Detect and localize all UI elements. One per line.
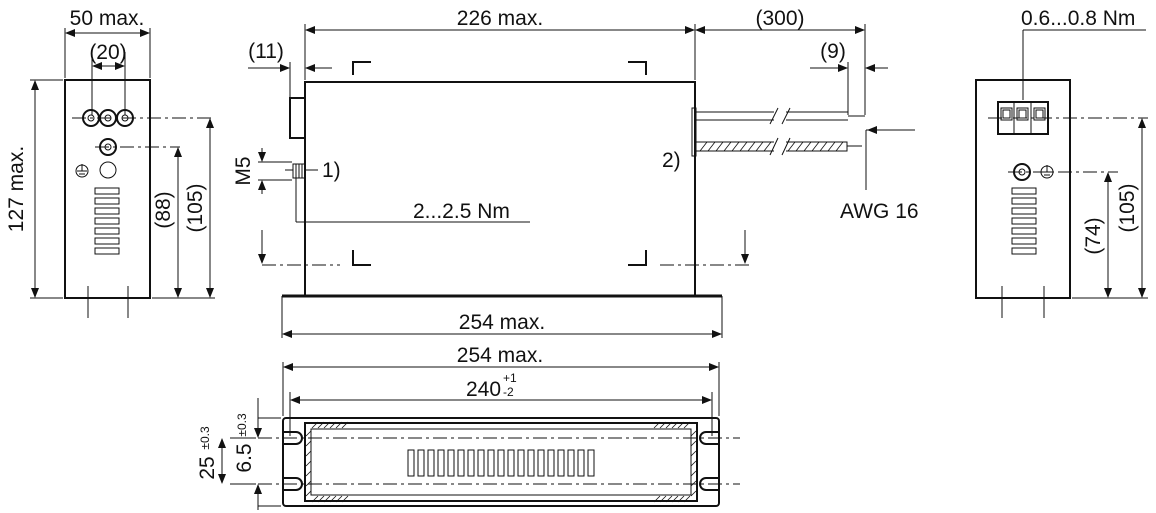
front-thread-label: M5 (232, 156, 255, 185)
left-end-view: 50 max. (20) (5, 7, 215, 318)
front-callout-2: 2) (662, 149, 681, 172)
bottom-body-outline (304, 422, 698, 502)
right-end-view: 0.6...0.8 Nm (74) (105) (975, 7, 1148, 318)
bottom-mounting-slots (283, 431, 719, 491)
front-cable-upper (695, 107, 865, 125)
front-callout-1: 1) (322, 159, 341, 182)
front-torque-ground: 2...2.5 Nm (413, 200, 510, 223)
front-body-outline (304, 81, 696, 297)
right-label-slots (1011, 187, 1037, 255)
bottom-slot-dim: 6.5 (233, 443, 256, 472)
bottom-hole-pitch-tol-lower: -2 (503, 385, 514, 399)
left-dim-105: (105) (184, 183, 207, 232)
front-view: M5 1) 2...2.5 Nm (11) 226 max. (300) (9) (232, 7, 919, 338)
right-torque-terminal: 0.6...0.8 Nm (1021, 7, 1135, 30)
left-earth-symbol-icon (75, 164, 89, 178)
bottom-view: 254 max. 240 +1 -2 25 ±0.3 6.5 ±0.3 (196, 344, 740, 510)
bottom-overall-length-dim: 254 max. (457, 344, 543, 367)
bottom-flange-outline (282, 417, 720, 507)
bottom-vent-slots (407, 449, 595, 477)
front-strip-length-dim: (9) (820, 40, 846, 63)
front-body-length-dim: 226 max. (457, 7, 543, 30)
front-cable-length-dim: (300) (755, 7, 804, 30)
front-ground-stud-icon (285, 163, 306, 179)
front-flange-offset-dim: (11) (248, 40, 284, 63)
left-terminal-pitch-dim: (20) (89, 41, 126, 64)
left-lamp-icon (99, 161, 117, 179)
left-label-slots (94, 187, 120, 255)
left-view-outline (64, 79, 151, 299)
left-width-dim: 50 max. (70, 7, 145, 30)
left-height-dim: 127 max. (5, 146, 28, 232)
bottom-hole-pitch-tol-upper: +1 (503, 371, 517, 385)
right-view-outline (975, 79, 1071, 299)
right-dim-74: (74) (1082, 217, 1105, 254)
bottom-width-dim: 25 (196, 456, 219, 479)
bottom-hole-pitch-base: 240 (466, 378, 501, 401)
front-overall-length-dim: 254 max. (459, 311, 545, 334)
front-cable-lower (694, 137, 862, 156)
right-dim-105: (105) (1116, 183, 1139, 232)
left-dim-88: (88) (152, 191, 175, 228)
front-terminal-block (289, 97, 306, 139)
bottom-slot-tol: ±0.3 (235, 413, 249, 437)
front-wire-gauge: AWG 16 (840, 200, 919, 223)
bottom-width-tol: ±0.3 (198, 426, 212, 450)
bottom-hatched-corners (305, 421, 697, 503)
